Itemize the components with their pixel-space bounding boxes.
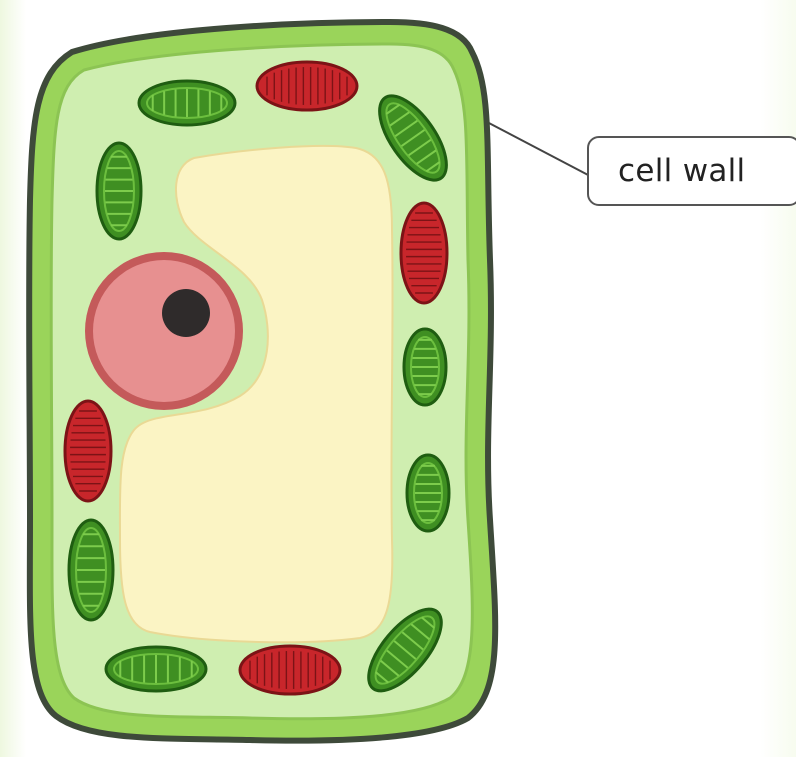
cell-wall-label-text: cell wall: [618, 153, 745, 189]
chloroplast: [97, 143, 141, 239]
cell-wall-label: cell wall: [587, 136, 796, 206]
chloroplast: [69, 520, 113, 620]
mitochondrion: [240, 646, 340, 694]
mitochondrion: [65, 401, 111, 501]
nucleus: [85, 252, 243, 410]
chloroplast: [404, 329, 446, 405]
chloroplast: [139, 81, 235, 125]
mitochondrion: [257, 62, 357, 110]
chloroplast: [407, 455, 449, 531]
mitochondrion: [401, 203, 447, 303]
nucleolus: [162, 289, 210, 337]
cell-wall-leader-line: [487, 122, 590, 176]
chloroplast: [106, 647, 206, 691]
